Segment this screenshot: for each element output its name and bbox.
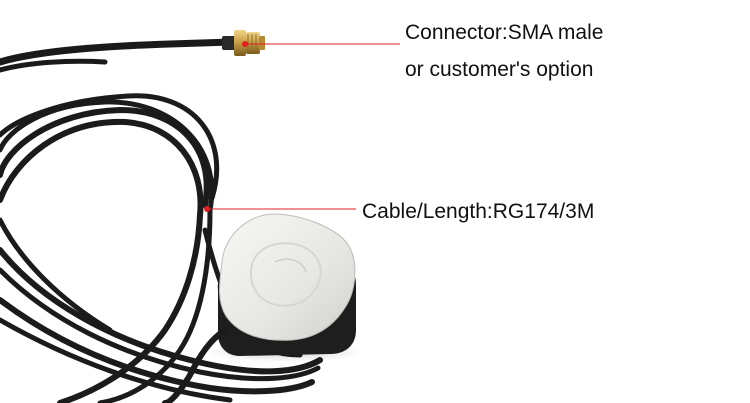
cable-lead xyxy=(0,38,236,73)
connector-label-line2: or customer's option xyxy=(405,58,594,81)
connector-label-line1: Connector:SMA male xyxy=(405,21,604,44)
cable-length-label: Cable/Length:RG174/3M xyxy=(362,200,595,223)
cable-pointer xyxy=(204,206,356,212)
antenna-puck xyxy=(205,213,365,362)
connector-pointer xyxy=(242,41,400,47)
cable-exit xyxy=(162,327,228,403)
sma-connector xyxy=(222,30,265,56)
